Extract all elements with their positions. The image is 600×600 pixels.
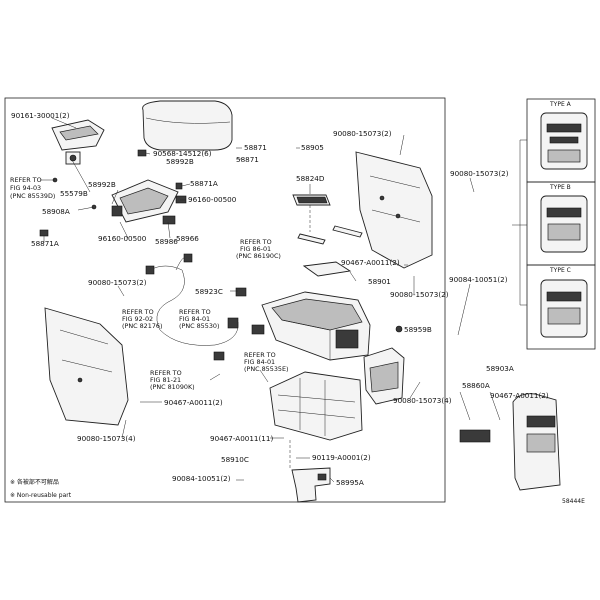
label-96160-left: 96160-00500 bbox=[98, 234, 147, 243]
legend-line-2: ※ Non-reusable part bbox=[10, 492, 72, 499]
ref-fig92-1: REFER TO bbox=[122, 308, 154, 316]
armrest-lid bbox=[142, 100, 233, 151]
label-58871a-mid: 58871A bbox=[190, 179, 218, 188]
label-58901: 58901 bbox=[368, 277, 391, 286]
label-90084-bottom: 90084-10051(2) bbox=[172, 474, 231, 483]
type-c-label: TYPE C bbox=[549, 267, 571, 274]
main-frame bbox=[4, 97, 446, 503]
bezel-assembly-58903a bbox=[459, 393, 561, 491]
label-58986: 58986 bbox=[155, 237, 178, 246]
label-90080-mid: 90080-15073(2) bbox=[390, 290, 449, 299]
label-55579b: 55579B bbox=[60, 189, 88, 198]
ref-fig94-2: FIG 94-03 bbox=[10, 184, 41, 192]
label-96160-right: 96160-00500 bbox=[188, 195, 237, 204]
lower-bracket-58910c bbox=[269, 371, 363, 441]
ref-fig81-2: FIG 81-21 bbox=[150, 376, 181, 384]
gasket-58824d bbox=[292, 194, 331, 206]
label-90467-4: 90467-A0011(2) bbox=[490, 391, 549, 400]
label-90080-top: 90080-15073(2) bbox=[333, 129, 392, 138]
console-tray bbox=[39, 149, 187, 237]
bracket-58995a bbox=[291, 467, 331, 503]
ref-fig86-1: REFER TO bbox=[240, 238, 272, 246]
left-side-panel bbox=[44, 307, 129, 426]
label-90080-bottom-left: 90080-15073(4) bbox=[77, 434, 136, 443]
label-90080-right: 90080-15073(2) bbox=[450, 169, 509, 178]
leader-lines bbox=[40, 117, 501, 483]
label-90467-3: 90467-A0011(11) bbox=[210, 434, 273, 443]
label-90080-left: 90080-15073(2) bbox=[88, 278, 147, 287]
type-b-panel: TYPE B bbox=[526, 181, 596, 266]
label-58860a: 58860A bbox=[462, 381, 490, 390]
trim-strip-2 bbox=[332, 225, 363, 238]
label-90467-1: 90467-A0011(2) bbox=[341, 258, 400, 267]
ref-fig84b-1: REFER TO bbox=[244, 351, 276, 359]
ref-fig86-2: FIG 86-01 bbox=[240, 245, 271, 253]
hinge-bracket bbox=[51, 119, 105, 210]
label-58992b-top: 58992B bbox=[166, 157, 194, 166]
label-58959b: 58959B bbox=[404, 325, 432, 334]
part-number: 58444E bbox=[562, 498, 585, 505]
label-58903a: 58903A bbox=[486, 364, 514, 373]
label-58871: 58871 bbox=[244, 143, 267, 152]
ref-fig84b-2: FIG 84-01 bbox=[244, 358, 275, 366]
label-90161: 90161-30001(2) bbox=[11, 111, 70, 120]
label-90084-right: 90084-10051(2) bbox=[449, 275, 508, 284]
label-90467-2: 90467-A0011(2) bbox=[164, 398, 223, 407]
label-58992b-left: 58992B bbox=[88, 180, 116, 189]
console-box bbox=[251, 291, 403, 361]
ref-fig84b-3: (PNC 85535E) bbox=[244, 365, 288, 373]
ref-fig81-3: (PNC 81090K) bbox=[150, 383, 195, 391]
label-58905: 58905 bbox=[301, 143, 324, 152]
ref-fig81-1: REFER TO bbox=[150, 369, 182, 377]
type-b-label: TYPE B bbox=[549, 184, 571, 191]
label-58995a: 58995A bbox=[336, 478, 364, 487]
ref-fig94-3: (PNC 85539D) bbox=[10, 192, 55, 200]
label-90080-bottom-right: 90080-15073(4) bbox=[393, 396, 452, 405]
ref-fig86-3: (PNC 86190C) bbox=[236, 252, 281, 260]
label-58966: 58966 bbox=[176, 234, 199, 243]
ref-fig84a-2: FIG 84-01 bbox=[179, 315, 210, 323]
trim-strip bbox=[297, 233, 326, 245]
label-58824d: 58824D bbox=[296, 174, 325, 183]
label-90119: 90119-A0001(2) bbox=[312, 453, 371, 462]
label-58871a-left: 58871A bbox=[31, 239, 59, 248]
label-58923c: 58923C bbox=[195, 287, 223, 296]
label-58908a: 58908A bbox=[42, 207, 70, 216]
ref-fig92-2: FIG 92-02 bbox=[122, 315, 153, 323]
tray-mat bbox=[302, 261, 352, 277]
label-58871-b: 58871 bbox=[236, 155, 259, 164]
legend-line-1: ※ 各被部不可解品 bbox=[10, 478, 59, 486]
type-a-panel: TYPE A bbox=[526, 98, 596, 183]
bracket-58959b bbox=[363, 347, 405, 405]
side-panel-58901 bbox=[355, 151, 433, 269]
ref-fig84a-3: (PNC 85530) bbox=[179, 322, 219, 330]
wire-harness bbox=[145, 253, 247, 361]
label-90568: 90568-14512(6) bbox=[153, 149, 212, 158]
type-c-panel: TYPE C bbox=[526, 264, 596, 350]
type-a-label: TYPE A bbox=[549, 101, 572, 108]
ref-fig92-3: (PNC 82176) bbox=[122, 322, 162, 330]
label-58910c: 58910C bbox=[221, 455, 249, 464]
ref-fig94-1: REFER TO bbox=[10, 176, 42, 184]
ref-fig84a-1: REFER TO bbox=[179, 308, 211, 316]
